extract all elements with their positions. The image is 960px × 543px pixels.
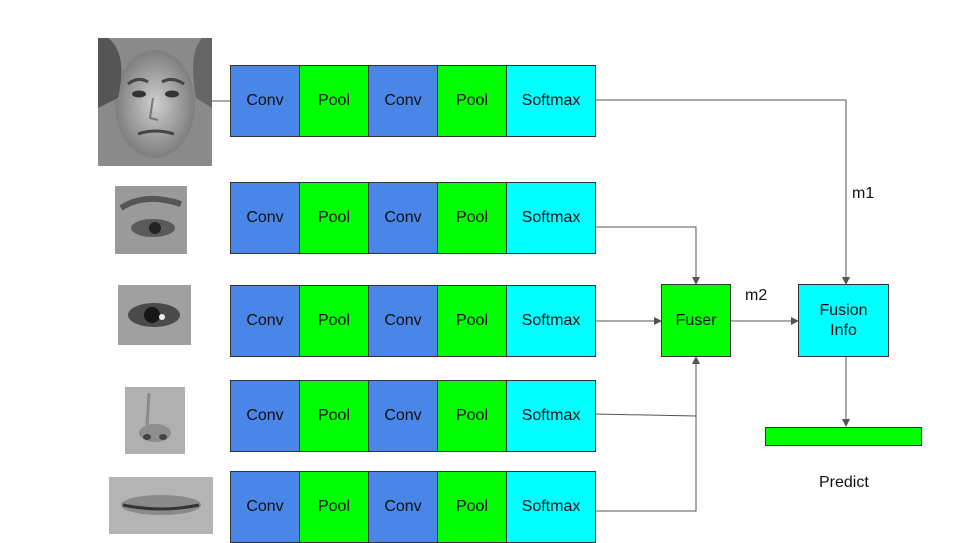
cnn-row-5: Conv Pool Conv Pool Softmax — [230, 471, 596, 543]
conv-layer-1: Conv — [230, 471, 300, 543]
m2-label: m2 — [745, 287, 768, 304]
pool-layer-1: Pool — [299, 65, 369, 137]
conv-layer-2: Conv — [368, 65, 438, 137]
eye-image — [118, 285, 191, 345]
conv-layer-1: Conv — [230, 182, 300, 254]
conv-layer-2: Conv — [368, 182, 438, 254]
conv-layer-1: Conv — [230, 380, 300, 452]
pool-layer-2: Pool — [437, 182, 507, 254]
softmax-layer: Softmax — [506, 285, 596, 357]
cnn-row-3: Conv Pool Conv Pool Softmax — [230, 285, 596, 357]
pool-layer-2: Pool — [437, 380, 507, 452]
predict-label: Predict — [819, 474, 869, 491]
row4-to-fuser-line — [593, 413, 697, 417]
softmax-layer: Softmax — [506, 65, 596, 137]
row2-to-fuser-arrow — [594, 226, 700, 285]
pool-layer-2: Pool — [437, 471, 507, 543]
nose-image — [125, 387, 185, 454]
conv-layer-1: Conv — [230, 285, 300, 357]
conv-layer-1: Conv — [230, 65, 300, 137]
face-image — [98, 38, 212, 166]
pool-layer-2: Pool — [437, 65, 507, 137]
fusion-info-node: Fusion Info — [798, 284, 889, 357]
pool-layer-1: Pool — [299, 471, 369, 543]
row5-to-fuser-arrow — [594, 356, 700, 512]
conv-layer-2: Conv — [368, 285, 438, 357]
pool-layer-2: Pool — [437, 285, 507, 357]
m1-label: m1 — [852, 185, 875, 202]
cnn-row-4: Conv Pool Conv Pool Softmax — [230, 380, 596, 452]
pool-layer-1: Pool — [299, 182, 369, 254]
mouth-image — [109, 477, 213, 534]
pool-layer-1: Pool — [299, 285, 369, 357]
cnn-row-1: Conv Pool Conv Pool Softmax — [230, 65, 596, 137]
conv-layer-2: Conv — [368, 380, 438, 452]
fuser-node: Fuser — [661, 284, 731, 357]
predict-bar — [765, 427, 922, 446]
m1-arrow — [594, 99, 850, 285]
pool-layer-1: Pool — [299, 380, 369, 452]
eyebrow-eye-image — [115, 186, 187, 254]
softmax-layer: Softmax — [506, 471, 596, 543]
cnn-row-2: Conv Pool Conv Pool Softmax — [230, 182, 596, 254]
conv-layer-2: Conv — [368, 471, 438, 543]
softmax-layer: Softmax — [506, 380, 596, 452]
softmax-layer: Softmax — [506, 182, 596, 254]
